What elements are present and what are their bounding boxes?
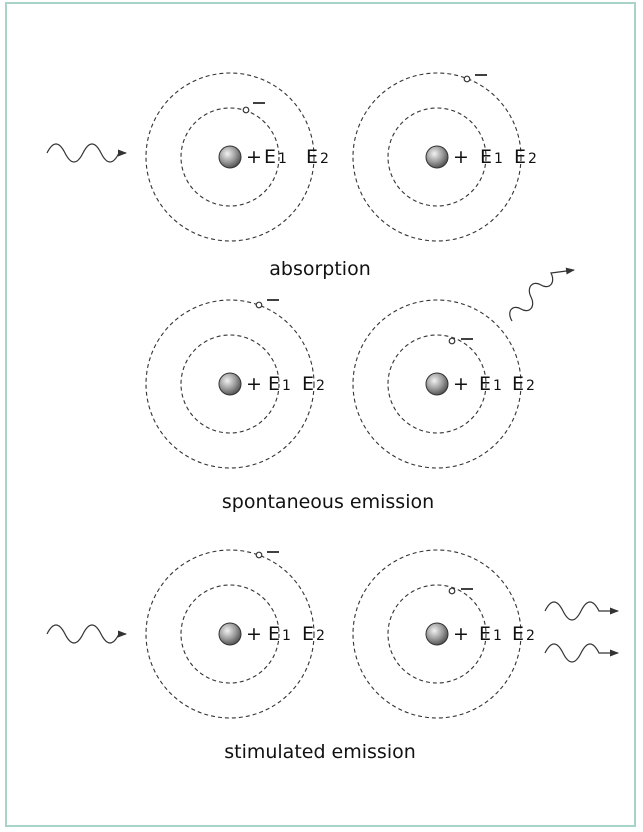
- incoming-photon-wave: [46, 624, 127, 644]
- outer-orbit: [145, 72, 315, 242]
- inner-orbit: [387, 334, 487, 434]
- nucleus: [425, 145, 449, 169]
- electron: [255, 301, 263, 309]
- outer-orbit: [352, 299, 522, 469]
- nucleus-charge: +: [453, 373, 469, 395]
- nucleus: [218, 372, 242, 396]
- nucleus-charge: +: [246, 373, 262, 395]
- nucleus: [425, 372, 449, 396]
- outgoing-photon-wave-2: [544, 643, 619, 663]
- caption-stimulated-emission: stimulated emission: [224, 741, 416, 763]
- nucleus: [425, 622, 449, 646]
- nucleus-charge: +: [453, 623, 469, 645]
- nucleus: [218, 145, 242, 169]
- outer-orbit: [352, 72, 522, 242]
- caption-spontaneous-emission: spontaneous emission: [222, 491, 434, 513]
- nucleus-charge: +: [453, 146, 469, 168]
- electron: [255, 551, 263, 559]
- outer-orbit: [145, 299, 315, 469]
- incoming-photon-wave: [46, 143, 127, 163]
- nucleus-charge: +: [246, 146, 262, 168]
- electron: [448, 587, 456, 595]
- inner-orbit: [180, 334, 280, 434]
- figure-frame: [5, 2, 636, 827]
- inner-orbit: [180, 584, 280, 684]
- caption-absorption: absorption: [269, 258, 371, 280]
- nucleus: [218, 622, 242, 646]
- outer-orbit: [145, 549, 315, 719]
- electron: [463, 75, 471, 83]
- inner-orbit: [180, 107, 280, 207]
- inner-orbit: [387, 584, 487, 684]
- emitted-photon-wave: [509, 267, 575, 322]
- nucleus-charge: +: [246, 623, 262, 645]
- outgoing-photon-wave-1: [544, 601, 619, 621]
- inner-orbit: [387, 107, 487, 207]
- electron: [448, 337, 456, 345]
- electron: [242, 106, 250, 114]
- outer-orbit: [352, 549, 522, 719]
